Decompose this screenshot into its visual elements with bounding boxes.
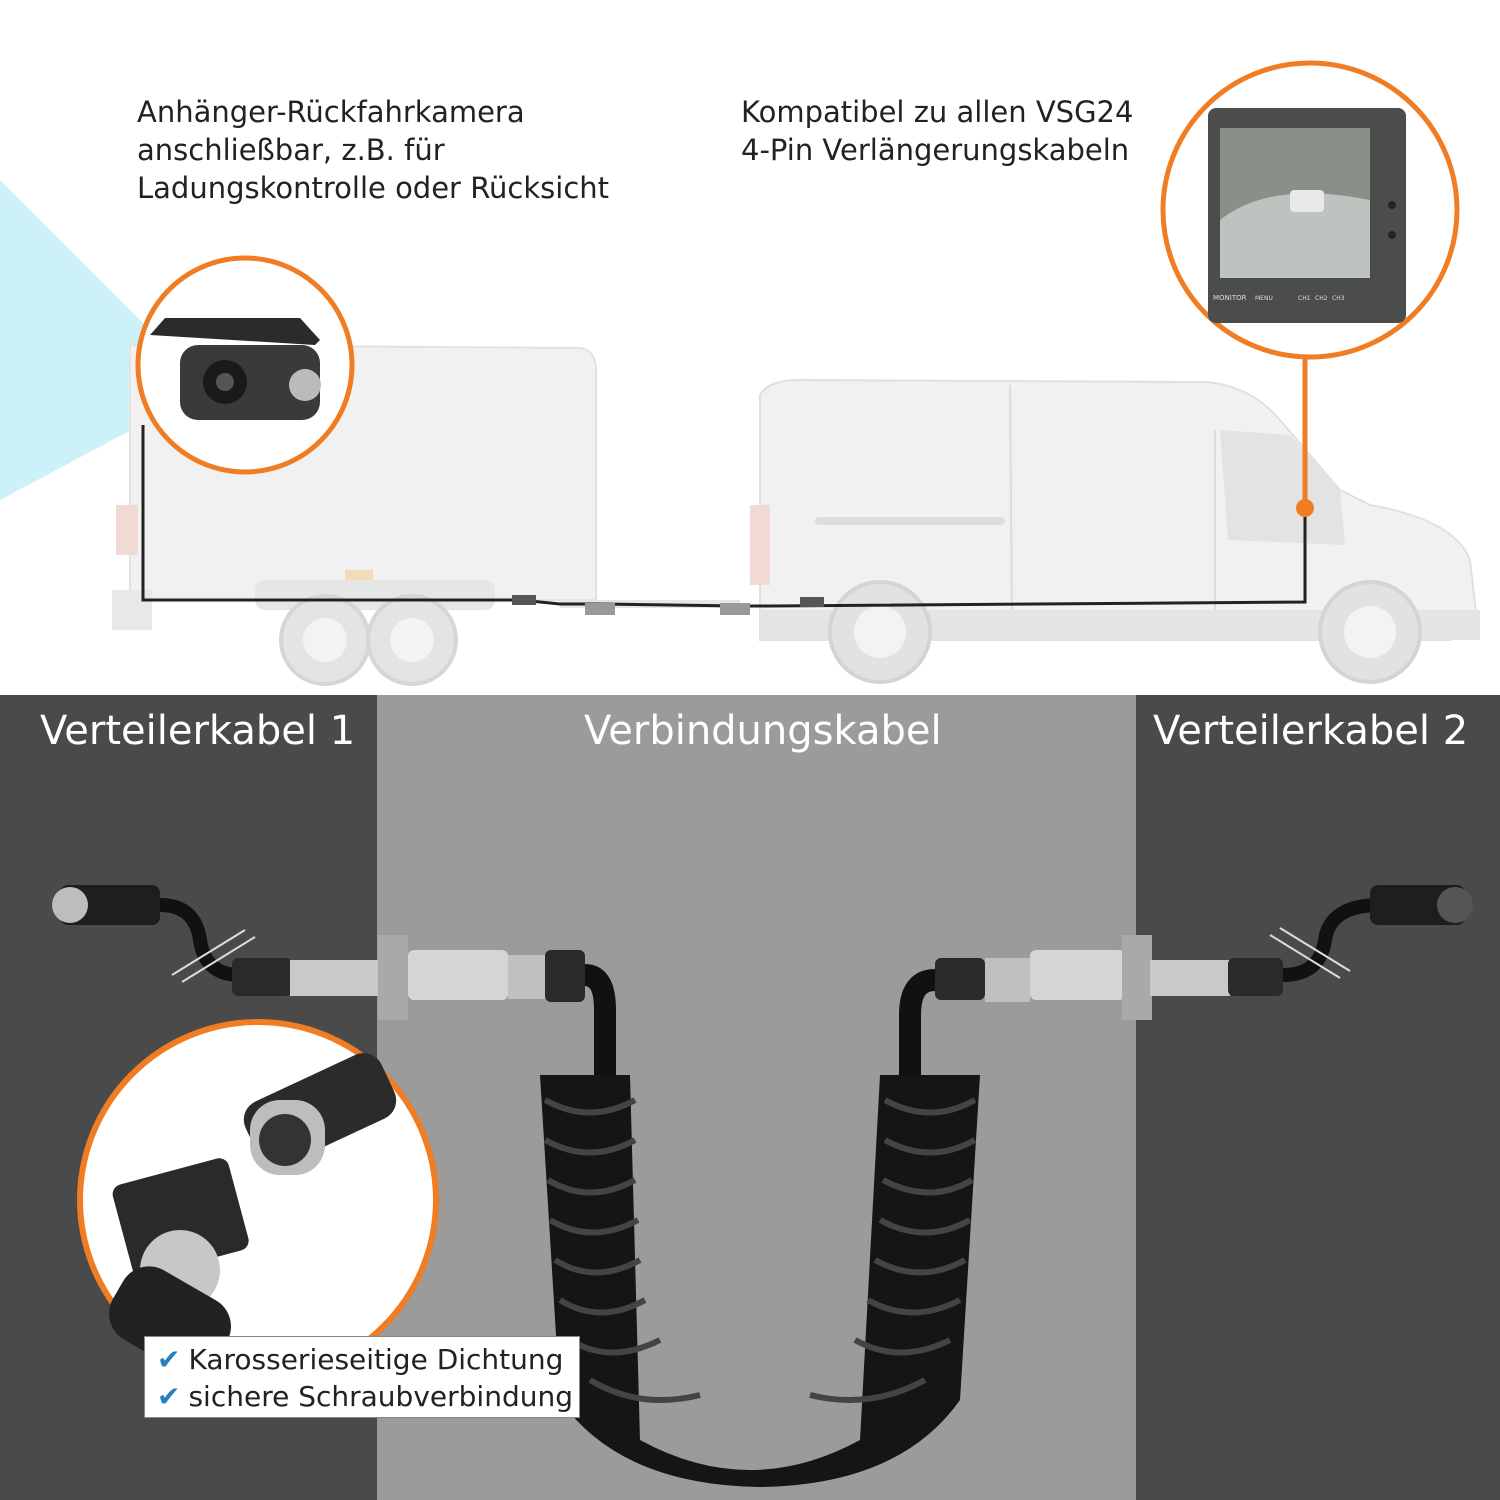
section-title-left: Verteilerkabel 1 xyxy=(40,708,356,754)
checkmark-icon: ✔ xyxy=(157,1343,181,1376)
camera-caption: Anhänger-Rückfahrkamera anschließbar, z.… xyxy=(137,95,610,205)
right-4pin-socket xyxy=(1269,885,1473,982)
section-title-right: Verteilerkabel 2 xyxy=(1153,708,1469,754)
monitor-button-label: CH2 xyxy=(1315,295,1328,302)
compatibility-caption: Kompatibel zu allen VSG24 4-Pin Verlänge… xyxy=(741,95,1134,167)
feature-text: Karosserieseitige Dichtung xyxy=(188,1343,564,1376)
feature-text: sichere Schraubverbindung xyxy=(188,1380,573,1413)
checkmark-icon: ✔ xyxy=(157,1380,181,1413)
monitor-icon xyxy=(1160,60,1460,360)
feature-item: ✔Karosserieseitige Dichtung xyxy=(157,1341,579,1378)
feature-item: ✔sichere Schraubverbindung xyxy=(157,1378,579,1415)
right-distributor-connector xyxy=(935,935,1283,1020)
features-box: ✔Karosserieseitige Dichtung ✔sichere Sch… xyxy=(144,1336,580,1418)
monitor-brand-label: MONITOR xyxy=(1213,294,1247,302)
van-illustration xyxy=(750,378,1480,684)
section-title-middle: Verbindungskabel xyxy=(584,708,942,754)
left-4pin-plug xyxy=(52,885,256,983)
coiled-connection-cable xyxy=(540,964,980,1487)
monitor-button-label: CH1 xyxy=(1298,295,1311,302)
camera-beam xyxy=(0,180,150,500)
rear-camera-icon xyxy=(135,255,355,475)
left-distributor-connector xyxy=(232,935,585,1020)
monitor-button-label: MENU xyxy=(1255,295,1273,302)
wiring-line xyxy=(141,425,515,602)
section-right-panel xyxy=(1136,695,1500,1500)
monitor-button-label: CH3 xyxy=(1332,295,1345,302)
connector-closeup-icon xyxy=(77,1019,439,1381)
